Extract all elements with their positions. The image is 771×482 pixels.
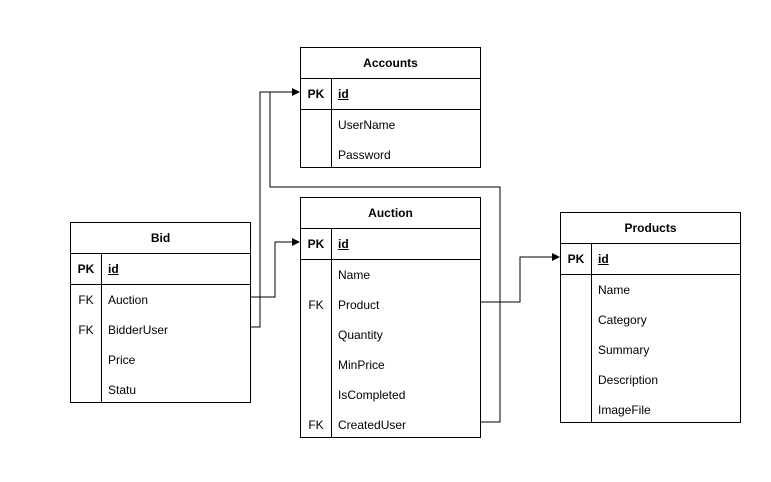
field-row-name[interactable]: Name — [561, 275, 740, 305]
field-row-id[interactable]: PK id — [561, 244, 740, 275]
field-name: Category — [598, 313, 647, 327]
key-label: PK — [307, 237, 325, 251]
entity-title: Bid — [71, 223, 250, 254]
entity-accounts[interactable]: Accounts PK id UserName Password — [300, 47, 481, 168]
field-name: IsCompleted — [338, 388, 406, 402]
entity-auction[interactable]: Auction PK id Name FK Product Quantity M… — [300, 197, 481, 438]
field-row-summary[interactable]: Summary — [561, 335, 740, 365]
divider — [331, 228, 332, 258]
entity-title: Products — [561, 213, 740, 244]
field-name: Statu — [108, 383, 137, 397]
divider — [331, 258, 332, 437]
field-name: Password — [338, 148, 391, 162]
edge-bid-auction-to-auction-id — [250, 238, 300, 298]
field-row-quantity[interactable]: Quantity — [301, 320, 480, 350]
key-label: FK — [78, 323, 94, 337]
field-name: ImageFile — [598, 403, 651, 417]
field-name: Description — [598, 373, 659, 387]
field-row-password[interactable]: Password — [301, 140, 480, 170]
edge-auction-createduser-to-accounts-id — [269, 92, 501, 423]
field-name: Name — [598, 283, 631, 297]
field-row-statu[interactable]: Statu — [71, 375, 250, 405]
edge-bid-bidderuser-to-accounts-id — [250, 88, 300, 328]
field-name: Product — [338, 298, 380, 312]
entity-products[interactable]: Products PK id Name Category Summary Des… — [560, 212, 741, 423]
key-label: FK — [78, 293, 94, 307]
divider — [331, 108, 332, 167]
field-name: Name — [338, 268, 371, 282]
key-label: PK — [77, 262, 95, 276]
divider — [101, 253, 102, 283]
key-label: PK — [307, 87, 325, 101]
field-row-description[interactable]: Description — [561, 365, 740, 395]
field-name: Summary — [598, 343, 650, 357]
field-name: id — [338, 237, 349, 251]
field-name: Price — [108, 353, 136, 367]
entity-title: Accounts — [301, 48, 480, 79]
field-name: Auction — [108, 293, 149, 307]
field-name: id — [108, 262, 119, 276]
field-name: id — [338, 87, 349, 101]
field-row-auction[interactable]: FK Auction — [71, 285, 250, 315]
field-row-iscompleted[interactable]: IsCompleted — [301, 380, 480, 410]
field-row-price[interactable]: Price — [71, 345, 250, 375]
key-label: FK — [308, 418, 324, 432]
field-name: Quantity — [338, 328, 383, 342]
divider — [331, 78, 332, 108]
field-row-product[interactable]: FK Product — [301, 290, 480, 320]
field-row-id[interactable]: PK id — [71, 254, 250, 285]
field-row-name[interactable]: Name — [301, 260, 480, 290]
divider — [591, 243, 592, 273]
divider — [591, 273, 592, 422]
entity-title: Auction — [301, 198, 480, 229]
field-row-id[interactable]: PK id — [301, 229, 480, 260]
divider — [101, 283, 102, 402]
field-row-username[interactable]: UserName — [301, 110, 480, 140]
key-label: FK — [308, 298, 324, 312]
field-name: BidderUser — [108, 323, 169, 337]
entity-bid[interactable]: Bid PK id FK Auction FK BidderUser Price… — [70, 222, 251, 403]
field-row-createduser[interactable]: FK CreatedUser — [301, 410, 480, 440]
field-name: MinPrice — [338, 358, 385, 372]
field-row-id[interactable]: PK id — [301, 79, 480, 110]
field-row-minprice[interactable]: MinPrice — [301, 350, 480, 380]
field-row-imagefile[interactable]: ImageFile — [561, 395, 740, 425]
key-label: PK — [567, 252, 585, 266]
field-name: CreatedUser — [338, 418, 407, 432]
edge-auction-product-to-products-id — [480, 253, 560, 303]
field-name: id — [598, 252, 609, 266]
field-name: UserName — [338, 118, 396, 132]
field-row-bidderuser[interactable]: FK BidderUser — [71, 315, 250, 345]
field-row-category[interactable]: Category — [561, 305, 740, 335]
